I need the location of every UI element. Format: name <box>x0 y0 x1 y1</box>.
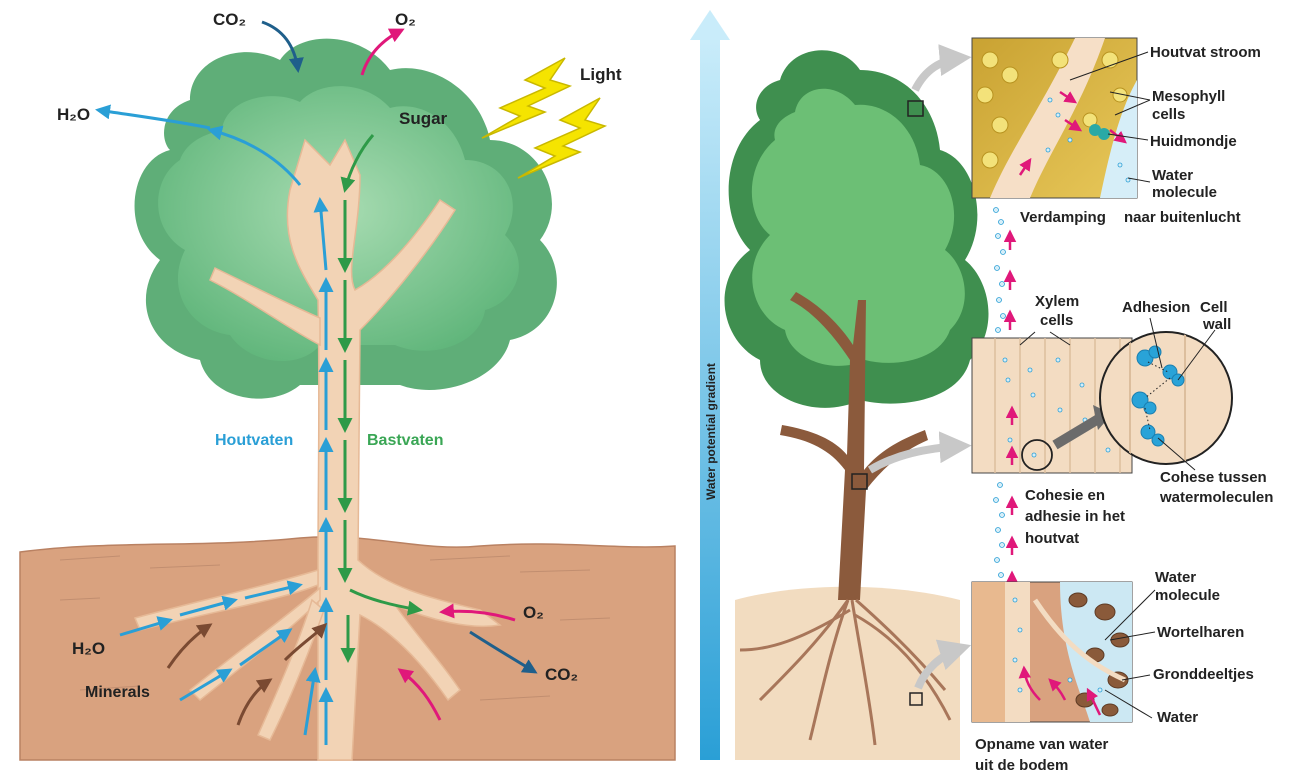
left-panel: CO₂ O₂ Light H₂O Sugar Houtvaten Bastvat… <box>20 10 675 760</box>
leaf-water-label-line1: Water <box>1152 167 1193 184</box>
root-water-label-line1: Water <box>1155 569 1196 586</box>
gronddeeltjes-label: Gronddeeltjes <box>1153 666 1254 683</box>
h2o-top-label: H₂O <box>57 105 90 124</box>
wortelharen-label: Wortelharen <box>1157 624 1244 641</box>
opname-label-line1: Opname van water <box>975 736 1109 753</box>
cohesie-label-line2: adhesie in het <box>1025 508 1125 525</box>
cohese-label-line2: watermoleculen <box>1159 489 1273 506</box>
naar-buitenlucht-label: naar buitenlucht <box>1124 209 1241 226</box>
leaf-inset <box>972 38 1137 198</box>
co2-top-label: CO₂ <box>213 10 246 29</box>
cohese-label-line1: Cohese tussen <box>1160 469 1267 486</box>
mesophyll-label-line1: Mesophyll <box>1152 88 1225 105</box>
water-potential-gradient-arrow: Water potential gradient <box>690 10 730 760</box>
cohesie-label-line1: Cohesie en <box>1025 487 1105 504</box>
huidmondje-label: Huidmondje <box>1150 133 1237 150</box>
minerals-label: Minerals <box>85 684 150 701</box>
xylem-cells-label-line2: cells <box>1040 312 1073 329</box>
cell-wall-label-line1: Cell <box>1200 299 1228 316</box>
phloem-label: Bastvaten <box>367 432 443 449</box>
houtvat-stroom-label: Houtvat stroom <box>1150 44 1261 61</box>
o2-top-label: O₂ <box>395 10 416 29</box>
co2-root-label: CO₂ <box>545 665 578 684</box>
verdamping-label: Verdamping <box>1020 209 1106 226</box>
opname-label-line2: uit de bodem <box>975 757 1068 774</box>
sugar-label: Sugar <box>399 109 448 128</box>
root-water-label-line2: molecule <box>1155 587 1220 604</box>
leaf-water-label-line2: molecule <box>1152 184 1217 201</box>
mesophyll-label-line2: cells <box>1152 106 1185 123</box>
cohesie-label-line3: houtvat <box>1025 530 1079 547</box>
cell-wall-label-line2: wall <box>1202 316 1231 333</box>
xylem-cells-label-line1: Xylem <box>1035 293 1079 310</box>
gradient-label: Water potential gradient <box>704 363 718 500</box>
o2-root-label: O₂ <box>523 603 544 622</box>
adhesion-label: Adhesion <box>1122 299 1190 316</box>
xylem-label: Houtvaten <box>215 432 293 449</box>
right-panel: Houtvat stroom Mesophyll cells Huidmondj… <box>725 38 1274 774</box>
light-label: Light <box>580 65 622 84</box>
h2o-root-label: H₂O <box>72 639 105 658</box>
root-water-label: Water <box>1157 709 1198 726</box>
root-inset <box>972 582 1132 722</box>
